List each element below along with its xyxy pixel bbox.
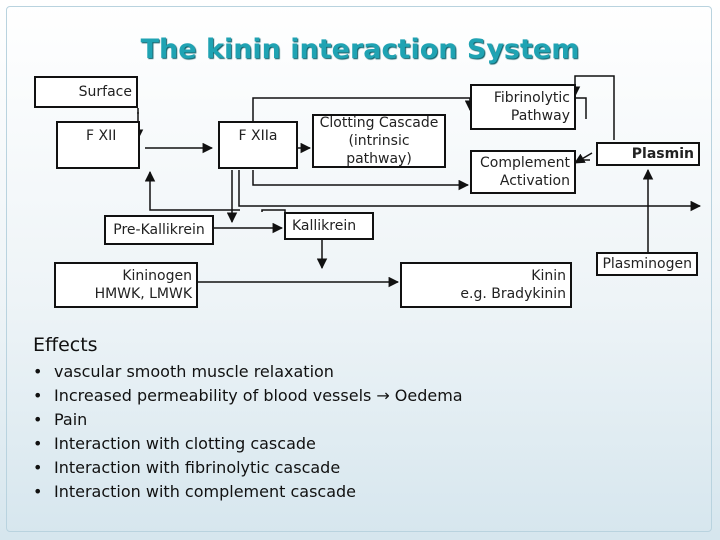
- node-plasminogen: Plasminogen: [596, 252, 698, 276]
- slide-frame: [6, 6, 712, 532]
- effects-item: •Pain: [33, 410, 88, 429]
- node-prekallikrein: Pre-Kallikrein: [104, 215, 214, 245]
- node-fxiia: F XIIa: [218, 121, 298, 169]
- node-plasmin: Plasmin: [596, 142, 700, 166]
- node-complement: Complement Activation: [470, 150, 576, 194]
- node-kinin: Kinin e.g. Bradykinin: [400, 262, 572, 308]
- effects-item: •Interaction with clotting cascade: [33, 434, 316, 453]
- arrow-plasmin-to-complement: [574, 152, 593, 164]
- node-surface: Surface: [34, 76, 138, 108]
- effects-item: •vascular smooth muscle relaxation: [33, 362, 334, 381]
- right-arrow-icon: →: [376, 386, 390, 405]
- arrow-fxiia-to-plasmin-line: [238, 170, 702, 212]
- arrow-plasmin-to-fibrinolytic: [569, 75, 615, 140]
- effects-item: •Interaction with complement cascade: [33, 482, 357, 501]
- effects-item: •Increased permeability of blood vessels…: [33, 384, 463, 408]
- node-kallikrein: Kallikrein: [284, 212, 374, 240]
- node-fibrinolytic: Fibrinolytic Pathway: [470, 84, 576, 130]
- slide-title: The kinin interaction System: [140, 34, 580, 65]
- node-kininogen: Kininogen HMWK, LMWK: [54, 262, 198, 308]
- node-clotting: Clotting Cascade (intrinsic pathway): [312, 114, 446, 168]
- effects-heading: Effects: [33, 334, 98, 356]
- node-fxii: F XII: [56, 121, 140, 169]
- arrow-fxiia-to-complement: [252, 170, 470, 191]
- effects-item: •Interaction with fibrinolytic cascade: [33, 458, 341, 477]
- effects-list: •vascular smooth muscle relaxation •Incr…: [33, 360, 463, 504]
